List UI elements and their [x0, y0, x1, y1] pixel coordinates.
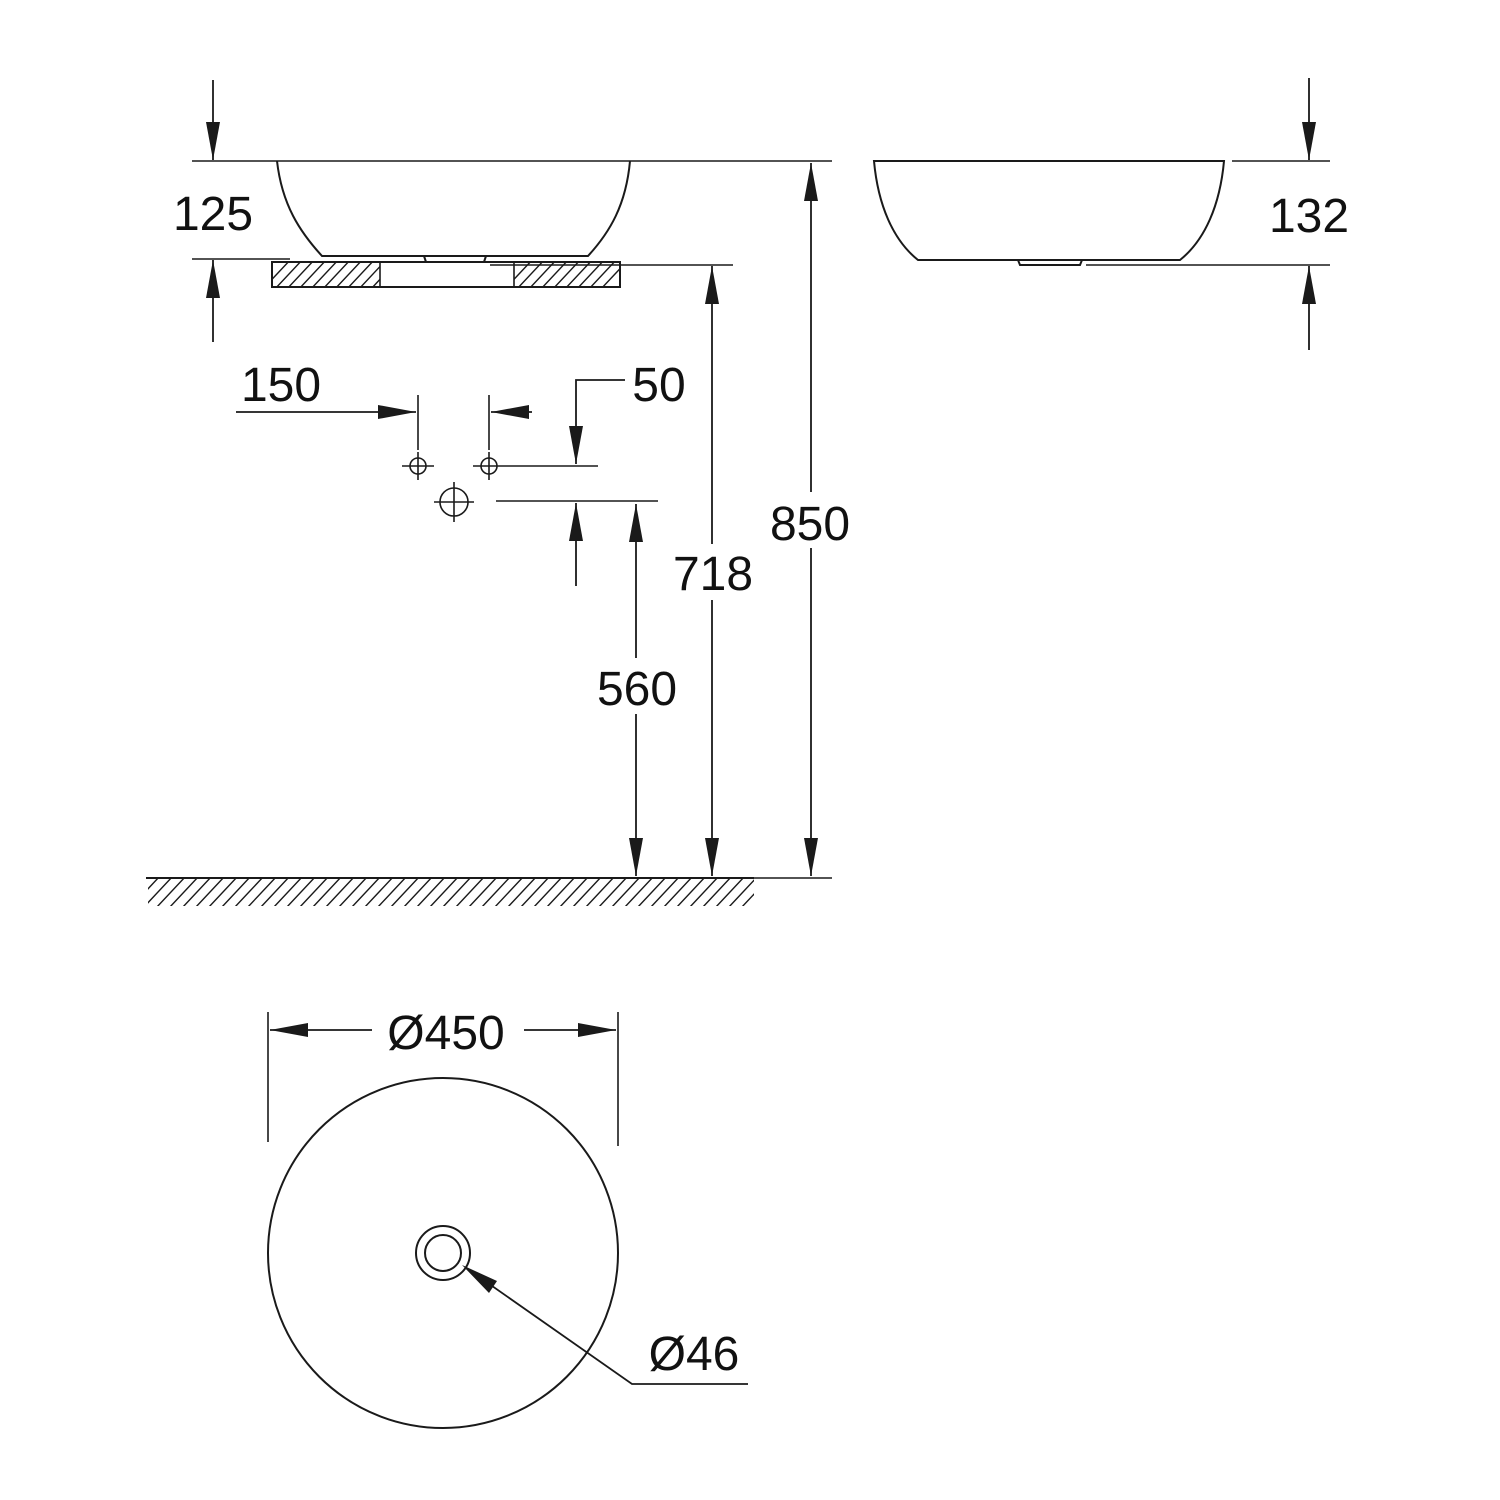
- waste-fitting: [423, 255, 487, 263]
- dimension-label: 560: [597, 663, 677, 716]
- dimension-150: 150: [236, 359, 532, 450]
- floor-line: [146, 877, 832, 906]
- dimension-diameter-450: Ø450: [267, 1007, 619, 1146]
- basin-side-profile: [276, 160, 631, 257]
- basin-top-outline: [267, 1077, 619, 1429]
- dimension-132: 132: [1269, 78, 1349, 350]
- countertop-slab: [271, 255, 621, 288]
- dimension-125: 125: [173, 80, 253, 342]
- side-view: 125 850 718 560: [146, 80, 852, 906]
- waste-fitting-front: [1017, 259, 1083, 266]
- waste-outlet-symbol: [434, 482, 474, 522]
- dimension-850: 850: [770, 163, 852, 876]
- tap-hole-right-symbol: [473, 452, 505, 480]
- dimension-560: 560: [588, 504, 686, 876]
- tap-hole-left-symbol: [402, 452, 434, 480]
- dimension-50: 50: [496, 359, 686, 586]
- slab-hatch-left: [272, 262, 380, 287]
- dimension-label: 718: [673, 548, 753, 601]
- dimension-label: Ø46: [649, 1328, 740, 1381]
- dimension-diameter-46: Ø46: [462, 1265, 748, 1385]
- dimension-label: 125: [173, 188, 253, 241]
- dimension-718: 718: [666, 266, 762, 876]
- front-view: 132: [872, 78, 1349, 350]
- slab-hatch-right: [514, 262, 620, 287]
- waste-inner-ring: [424, 1234, 462, 1272]
- dimension-label: 132: [1269, 190, 1349, 243]
- top-view: Ø450 Ø46: [267, 1007, 748, 1429]
- dimension-label: 150: [241, 359, 321, 412]
- waste-outer-ring: [415, 1225, 471, 1281]
- dimension-label: 850: [770, 498, 850, 551]
- dimension-label: Ø450: [387, 1007, 504, 1060]
- dimension-label: 50: [632, 359, 685, 412]
- basin-front-profile: [872, 160, 1226, 261]
